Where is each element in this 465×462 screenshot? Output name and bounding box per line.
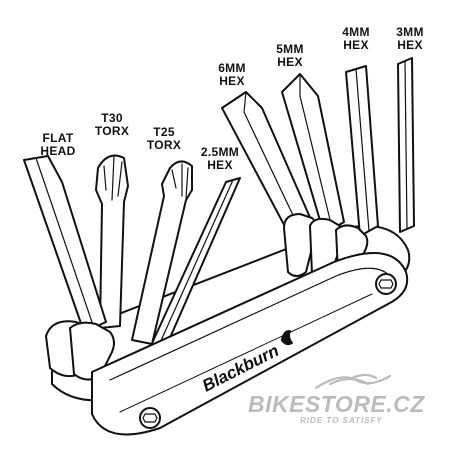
label-hex-5mm: 5MM HEX: [276, 42, 304, 69]
tool-hex-6mm: [221, 91, 313, 237]
label-flat-head: FLAT HEAD: [40, 131, 76, 158]
tool-t25-torx: [131, 160, 193, 345]
label-hex-4mm: 4MM HEX: [342, 25, 370, 52]
watermark-store-name: BIKESTORE.CZ: [248, 391, 425, 417]
label-hex-3mm: 3MM HEX: [396, 25, 424, 52]
label-t30-torx: T30 TORX: [94, 111, 130, 138]
tool-hex-5mm: [281, 73, 345, 235]
label-hex-2-5mm: 2.5MM HEX: [200, 145, 240, 172]
label-hex-6mm: 6MM HEX: [218, 61, 246, 88]
label-t25-torx: T25 TORX: [146, 125, 182, 152]
watermark-tagline: RIDE TO SATISFY: [300, 416, 383, 425]
body-front-plate: [91, 252, 409, 436]
watermark-swoosh-icon: [314, 373, 392, 390]
